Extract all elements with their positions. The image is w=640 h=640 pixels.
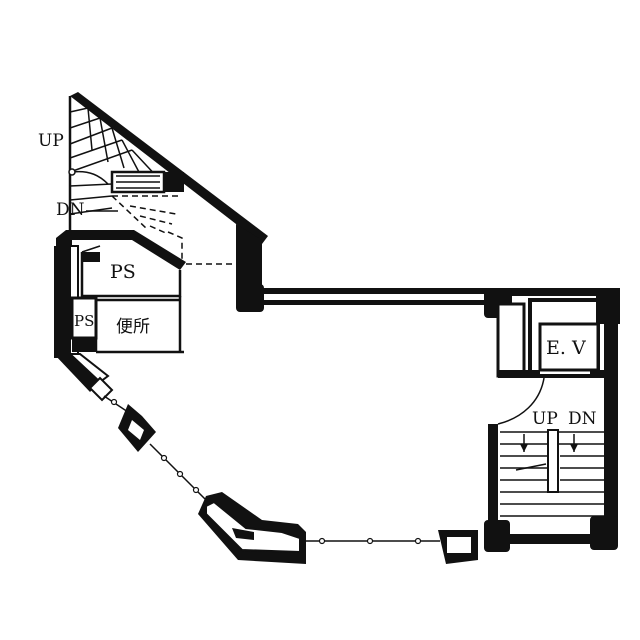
ev-car <box>538 322 600 372</box>
stair-dn-label-east: DN <box>568 409 597 429</box>
west-stair: UP DN <box>38 92 268 264</box>
column-upper <box>236 224 264 312</box>
ps-small-label: PS <box>74 312 94 330</box>
east-wall <box>604 320 618 520</box>
landing-post <box>164 172 184 192</box>
up-arrow-line <box>71 170 109 185</box>
stair-up-label-east: UP <box>532 409 558 429</box>
elevator-label: E. V <box>546 337 586 359</box>
winder-lines <box>87 107 161 181</box>
toilet-label: 便所 <box>116 317 150 337</box>
stair-up-label-west: UP <box>38 131 64 151</box>
ps-large-label: PS <box>110 261 136 283</box>
north-wall <box>262 288 614 305</box>
south-facade <box>306 530 478 564</box>
west-lower-wall <box>54 353 114 402</box>
southwest-facade <box>103 395 207 501</box>
east-core: E. V UP DN <box>484 288 620 552</box>
stair-handrail <box>547 429 559 493</box>
stair-dn-label-west: DN <box>56 200 85 220</box>
west-core: PS PS 便所 <box>54 230 186 359</box>
lower-flight-dashed <box>111 195 180 235</box>
up-arrow <box>520 444 528 452</box>
core-left-wall <box>54 246 70 358</box>
dn-arrow <box>570 444 578 452</box>
south-core-wall <box>510 534 592 544</box>
column-bottom-left <box>198 492 306 564</box>
diagonal-wall <box>70 92 268 244</box>
ps-large-outline <box>80 252 182 298</box>
core-top-wall <box>56 230 186 270</box>
door-swing <box>497 377 545 425</box>
